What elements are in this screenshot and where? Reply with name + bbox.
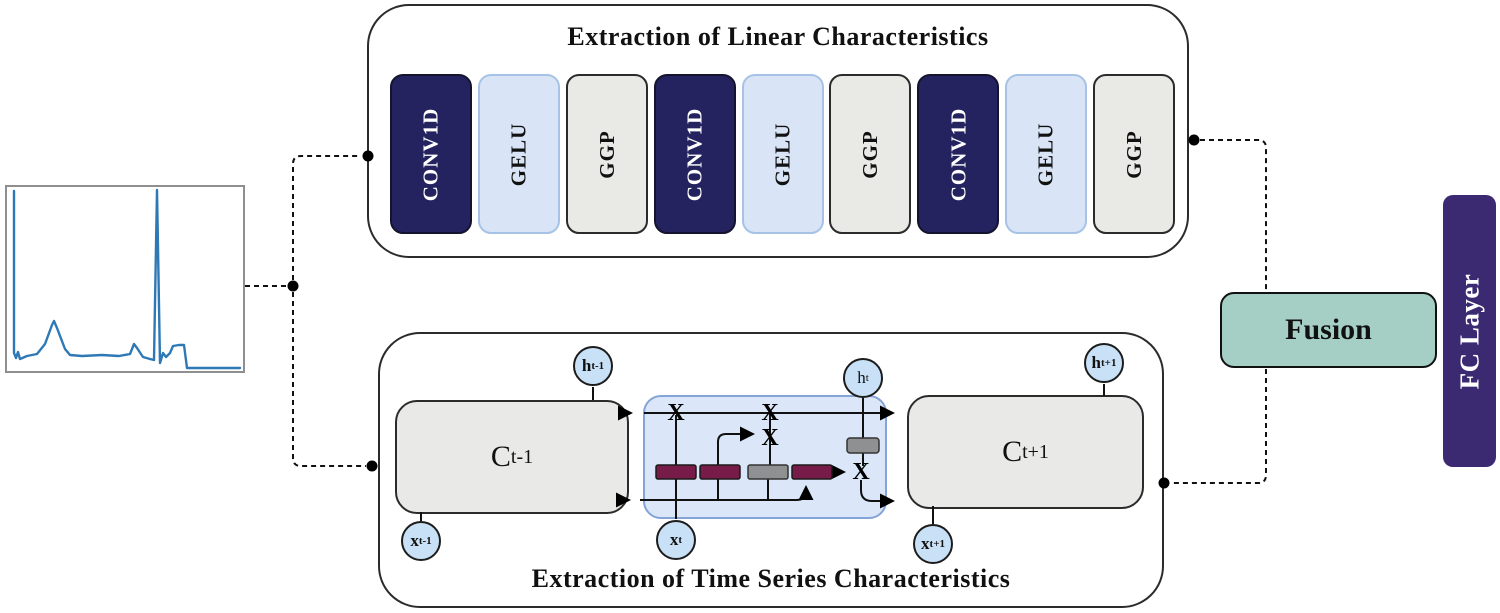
conv1d-label: CONV1D — [945, 107, 970, 201]
cell-next-label: C — [1002, 435, 1023, 468]
x-curr-label: x — [669, 530, 679, 549]
ggp-block-3: GGP — [1093, 74, 1175, 234]
conv1d-label: CONV1D — [682, 107, 707, 201]
junction-dot — [366, 460, 378, 472]
fusion-box: Fusion — [1220, 292, 1437, 368]
x-prev-sub: t-1 — [418, 535, 432, 547]
ecg-waveform-icon — [12, 188, 242, 370]
fc-layer-label: FC Layer — [1454, 273, 1484, 389]
h-prev-label: h — [581, 356, 592, 375]
junction-dot — [1188, 134, 1200, 146]
gelu-block-3: GELU — [1005, 74, 1088, 234]
cell-next-sub: t+1 — [1022, 440, 1049, 463]
fusion-label: Fusion — [1285, 313, 1372, 346]
junction-dot — [287, 280, 299, 292]
fc-layer-box: FC Layer — [1443, 195, 1496, 467]
timeseries-extraction-title: Extraction of Time Series Characteristic… — [531, 564, 1011, 593]
conv1d-block-2: CONV1D — [653, 74, 736, 234]
ggp-block-1: GGP — [565, 74, 648, 234]
gelu-block-2: GELU — [741, 74, 824, 234]
x-prev-label: x — [410, 531, 419, 550]
linear-extraction-title: Extraction of Linear Characteristics — [567, 22, 989, 51]
h-next-sub: t+1 — [1101, 357, 1117, 369]
left-dashed-connectors — [245, 155, 366, 467]
x-next-sub: t+1 — [929, 538, 945, 550]
conv1d-block-3: CONV1D — [917, 74, 1000, 234]
lstm-cell — [643, 395, 887, 519]
gelu-block-1: GELU — [477, 74, 560, 234]
cell-prev-label: C — [490, 440, 511, 473]
linear-blocks-row: CONV1D GELU GGP CONV1D GELU GGP CONV1D G… — [390, 74, 1175, 234]
ggp-label: GGP — [857, 129, 882, 179]
ecg-input-panel — [5, 185, 245, 373]
h-curr-label: h — [857, 368, 866, 387]
conv1d-label: CONV1D — [418, 107, 443, 201]
h-prev-sub: t-1 — [591, 360, 605, 372]
gelu-label: GELU — [1033, 122, 1058, 186]
ggp-label: GGP — [594, 129, 619, 179]
ggp-label: GGP — [1121, 129, 1146, 179]
x-next-label: x — [921, 534, 930, 553]
x-curr-sub: t — [678, 534, 683, 546]
cell-prev-sub: t-1 — [510, 445, 534, 468]
gelu-label: GELU — [769, 122, 794, 186]
gelu-label: GELU — [506, 122, 531, 186]
h-next-label: h — [1091, 353, 1102, 372]
ggp-block-2: GGP — [829, 74, 912, 234]
conv1d-block-1: CONV1D — [390, 74, 472, 234]
h-curr-sub: t — [865, 372, 869, 384]
